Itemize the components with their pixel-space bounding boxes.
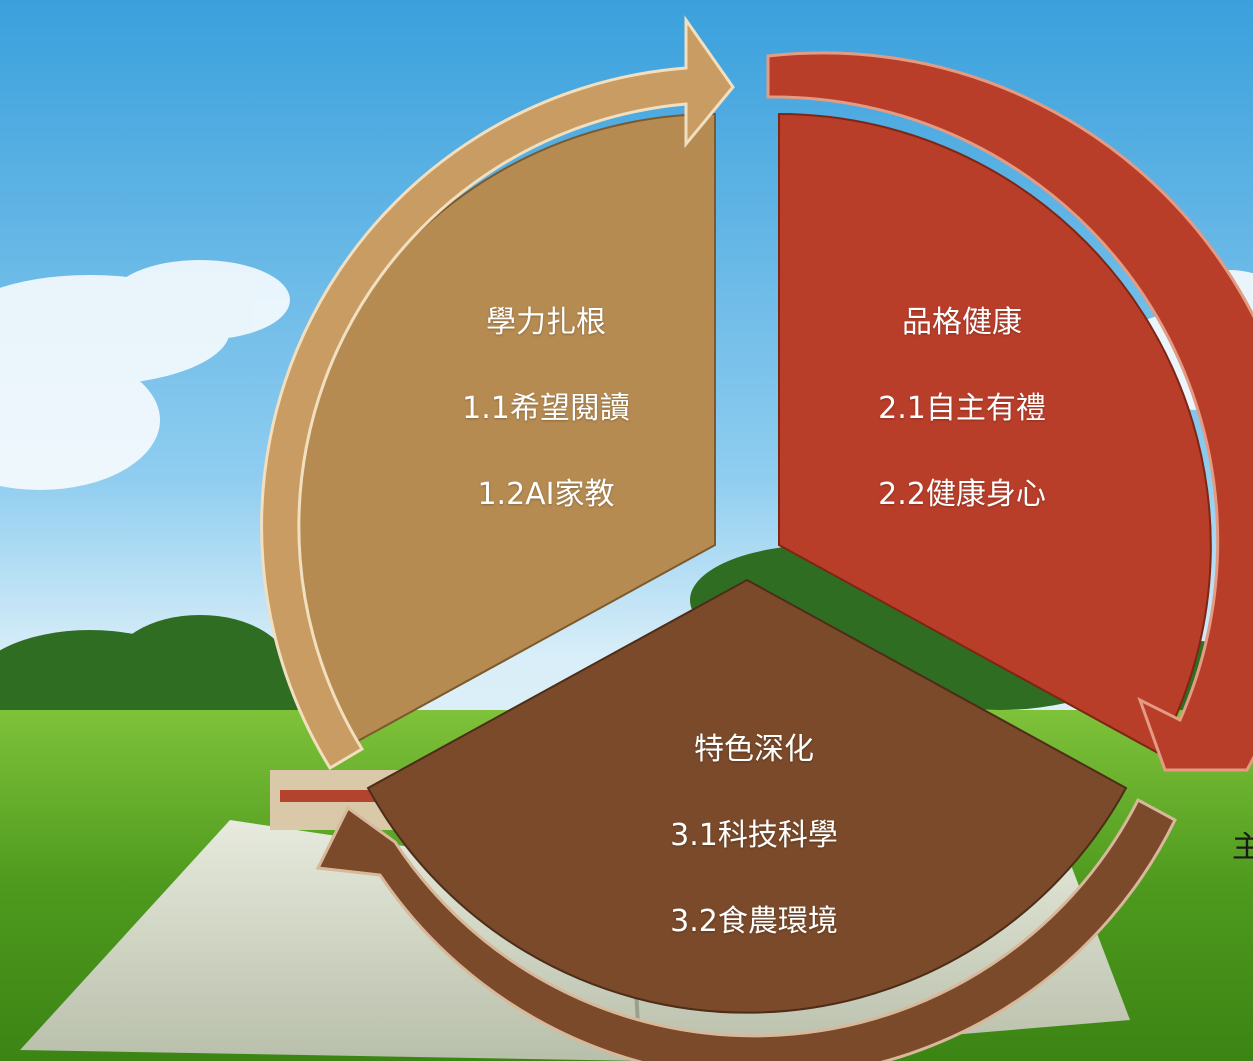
segment-feature-text: 特色深化 3.1科技科學 3.2食農環境 — [594, 730, 914, 988]
segment-character-wedge[interactable] — [778, 112, 1212, 755]
segment-character-text: 品格健康 2.1自主有禮 2.2健康身心 — [802, 303, 1122, 561]
segment-academic-item-2: 1.2AI家教 — [477, 477, 615, 512]
segment-academic-title: 學力扎根 — [486, 305, 606, 340]
arrow-character-to-feature — [766, 51, 1253, 772]
segment-character-title: 品格健康 — [902, 305, 1022, 340]
segment-academic-item-1: 1.1希望閱讀 — [462, 391, 630, 426]
arrow-feature-to-academic — [315, 797, 1177, 1061]
segment-feature-item-2: 3.2食農環境 — [670, 904, 838, 939]
arrow-academic-to-character — [260, 15, 735, 771]
segment-academic-text: 學力扎根 1.1希望閱讀 1.2AI家教 — [386, 303, 706, 561]
segment-feature-item-1: 3.1科技科學 — [670, 818, 838, 853]
segment-feature-title: 特色深化 — [694, 732, 814, 767]
segment-character-item-2: 2.2健康身心 — [878, 477, 1046, 512]
side-text-partial: 主 — [1232, 830, 1253, 865]
segment-character-item-1: 2.1自主有禮 — [878, 391, 1046, 426]
segment-feature-wedge[interactable] — [366, 578, 1128, 1014]
